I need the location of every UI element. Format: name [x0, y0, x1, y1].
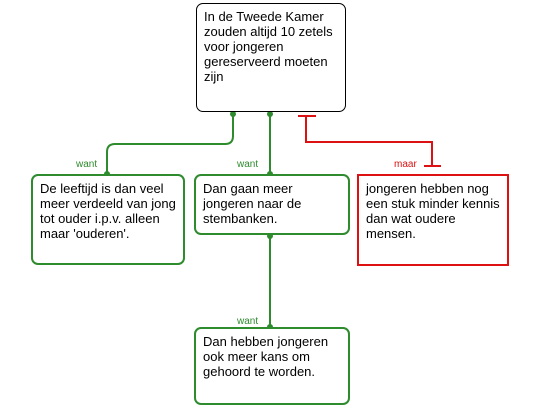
premise-left-text: De leeftijd is dan veel meer verdeeld va…: [40, 181, 176, 241]
premise-bottom-text: Dan hebben jongeren ook meer kans om geh…: [203, 334, 329, 379]
support-connector-left: [106, 112, 234, 174]
premise-node-left[interactable]: De leeftijd is dan veel meer verdeeld va…: [31, 174, 185, 265]
premise-node-middle[interactable]: Dan gaan meer jongeren naar de stembanke…: [194, 174, 350, 235]
relation-label-want-middle: want: [237, 159, 259, 170]
premise-middle-text: Dan gaan meer jongeren naar de stembanke…: [203, 181, 302, 226]
claim-node[interactable]: In de Tweede Kamer zouden altijd 10 zete…: [196, 3, 346, 112]
premise-node-bottom[interactable]: Dan hebben jongeren ook meer kans om geh…: [194, 327, 350, 405]
claim-text: In de Tweede Kamer zouden altijd 10 zete…: [204, 9, 333, 84]
objection-text: jongeren hebben nog een stuk minder kenn…: [366, 181, 500, 241]
objection-connector: [305, 116, 433, 166]
support-connector-left-dot: [230, 111, 236, 117]
support-connector-middle-dot: [267, 111, 273, 117]
relation-label-want-bottom: want: [237, 316, 259, 327]
relation-label-want-left: want: [76, 159, 98, 170]
relation-label-maar: maar: [394, 159, 417, 170]
objection-node[interactable]: jongeren hebben nog een stuk minder kenn…: [357, 174, 509, 266]
